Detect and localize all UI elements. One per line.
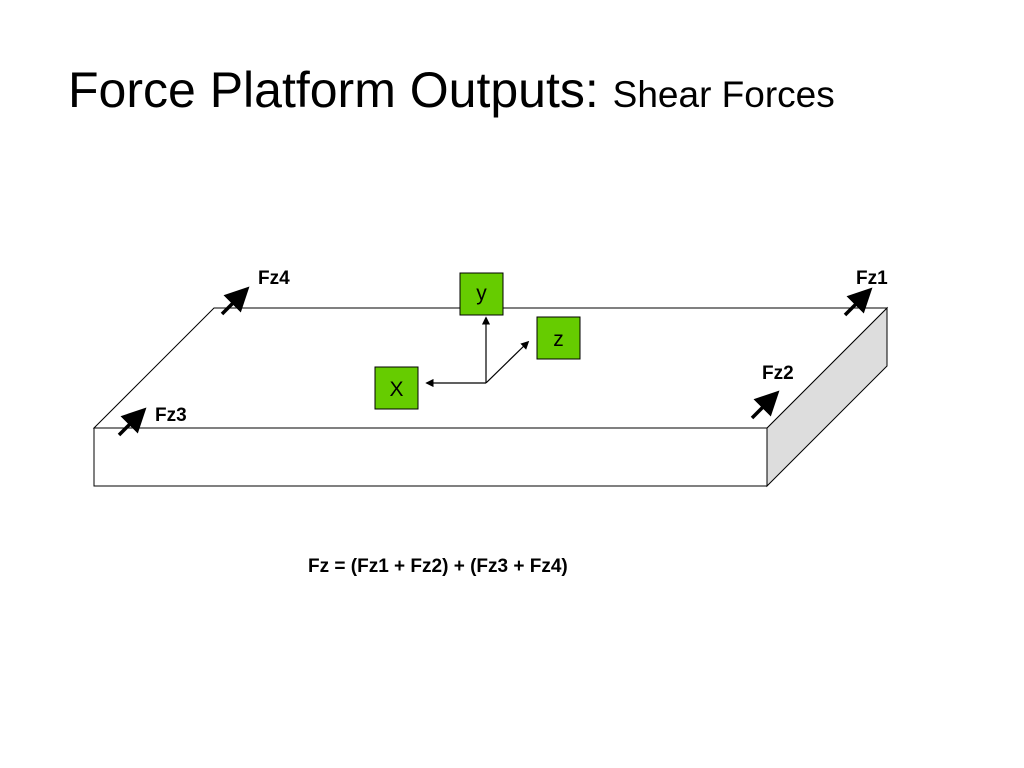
fz4-label: Fz4: [258, 268, 290, 289]
title-main: Force Platform Outputs:: [68, 62, 599, 118]
z-axis-line: [485, 340, 530, 384]
force-sum-formula: Fz = (Fz1 + Fz2) + (Fz3 + Fz4): [308, 556, 568, 577]
fz1-label: Fz1: [856, 268, 888, 289]
y-axis-label: y: [476, 282, 487, 305]
platform-front-face: [93, 427, 768, 487]
x-axis-box: [374, 366, 419, 410]
title-subtitle: Shear Forces: [612, 74, 835, 115]
fz4-arrow: [220, 286, 250, 316]
x-axis-label: X: [389, 378, 403, 401]
fz3-arrow: [117, 407, 147, 437]
y-axis-box: [459, 272, 504, 316]
fz1-arrow: [843, 287, 873, 317]
fz2-arrow: [750, 390, 780, 420]
z-axis-box: [536, 316, 581, 360]
fz3-label: Fz3: [155, 405, 187, 426]
fz2-label: Fz2: [762, 363, 794, 384]
slide-title: Force Platform Outputs: Shear Forces: [68, 62, 835, 120]
z-axis-label: z: [553, 328, 564, 351]
